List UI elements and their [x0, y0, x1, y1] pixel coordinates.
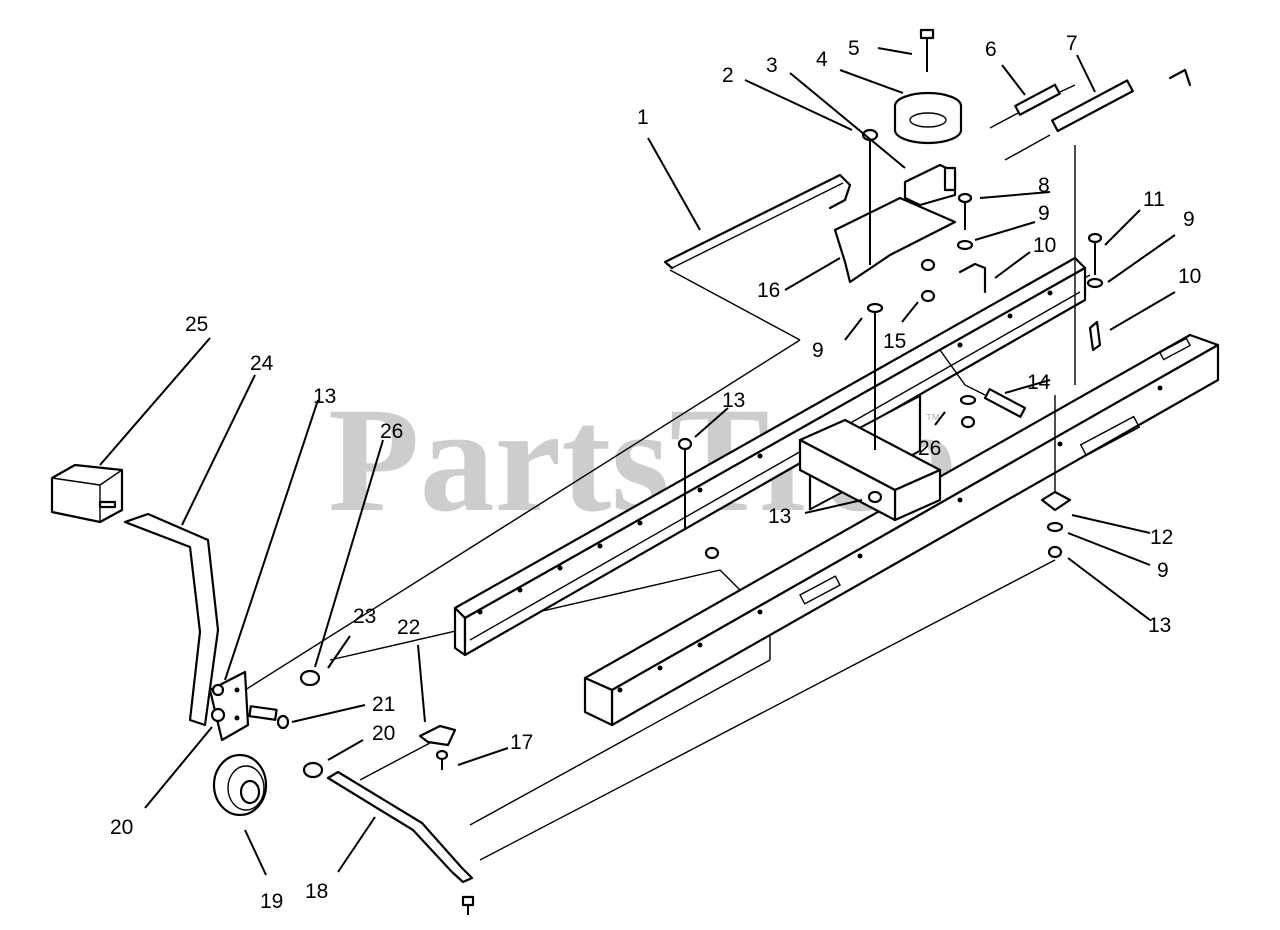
- callout-4: 4: [816, 48, 828, 71]
- callout-12: 12: [1150, 526, 1173, 549]
- washer-part-23: [299, 669, 321, 687]
- callout-26-left: 26: [380, 420, 403, 443]
- pulley-part-19: [212, 753, 268, 817]
- callout-25: 25: [185, 313, 208, 336]
- callout-7: 7: [1066, 32, 1078, 55]
- rod-part-18: [326, 770, 474, 884]
- pulley-part-4: [893, 91, 963, 145]
- callout-9-lower: 9: [1157, 559, 1169, 582]
- callout-5: 5: [848, 37, 860, 60]
- spring-part-7: [1004, 68, 1192, 161]
- callout-13-lower: 13: [1148, 614, 1171, 637]
- callout-26-center: 26: [918, 437, 941, 460]
- callout-9-upper: 9: [1038, 202, 1050, 225]
- callout-19: 19: [260, 890, 283, 913]
- callout-1: 1: [637, 106, 649, 129]
- bolt-part-5: [919, 28, 935, 72]
- watermark-trademark: ™: [925, 412, 941, 429]
- pedal-pad-part-25: [50, 463, 124, 524]
- callout-6: 6: [985, 38, 997, 61]
- callout-9-right: 9: [1183, 208, 1195, 231]
- callout-9-left: 9: [812, 339, 824, 362]
- bolt-part-8: [957, 192, 973, 230]
- rod-part-1: [663, 173, 852, 270]
- callout-13-rail: 13: [722, 389, 745, 412]
- callout-18: 18: [305, 880, 328, 903]
- spring-part-14: [983, 388, 1027, 418]
- bolt-part-bottom: [461, 895, 475, 915]
- callout-8: 8: [1038, 174, 1050, 197]
- washer-part-20: [302, 761, 324, 779]
- spring-part-6: [989, 83, 1076, 129]
- bolt-part-17: [435, 749, 449, 770]
- clip-part-22: [418, 724, 457, 747]
- callout-13-pedal: 13: [313, 385, 336, 408]
- nuts-part-13: [677, 258, 1063, 560]
- callout-11: 11: [1143, 188, 1165, 211]
- leader-lines: [99, 47, 1176, 876]
- callout-15: 15: [883, 330, 906, 353]
- callout-16: 16: [757, 279, 780, 302]
- reference-lines: [244, 269, 1211, 861]
- washer-part-9: [866, 302, 884, 314]
- callout-21: 21: [372, 693, 395, 716]
- callout-10-upper: 10: [1033, 234, 1056, 257]
- callout-24: 24: [250, 352, 274, 375]
- callout-20-left: 20: [110, 816, 133, 839]
- callout-14: 14: [1027, 371, 1051, 394]
- bolt-part-21: [248, 705, 290, 730]
- idler-bracket-part-16: [833, 196, 957, 284]
- pedal-bracket: [208, 670, 250, 742]
- callout-10-right: 10: [1178, 265, 1201, 288]
- bracket-part-12: [1040, 490, 1072, 512]
- callout-17: 17: [510, 731, 533, 754]
- callout-labels: 1 2 3 4 5 6 7 8 9 9 9 9 10 10 11 12 13 1…: [110, 32, 1201, 913]
- callout-22: 22: [397, 616, 420, 639]
- link-part-10-upper: [958, 262, 987, 294]
- callout-3: 3: [766, 54, 778, 77]
- bracket-part-3: [903, 163, 957, 207]
- link-part-10-lower: [1088, 320, 1102, 352]
- callout-20-right: 20: [372, 722, 395, 745]
- pedal-arm-part-24: [123, 512, 220, 727]
- callout-23: 23: [353, 605, 376, 628]
- callout-2: 2: [722, 64, 734, 87]
- callout-13-cross: 13: [768, 505, 791, 528]
- rail-holes: [477, 290, 1163, 693]
- bolt-part-11: [1087, 232, 1103, 275]
